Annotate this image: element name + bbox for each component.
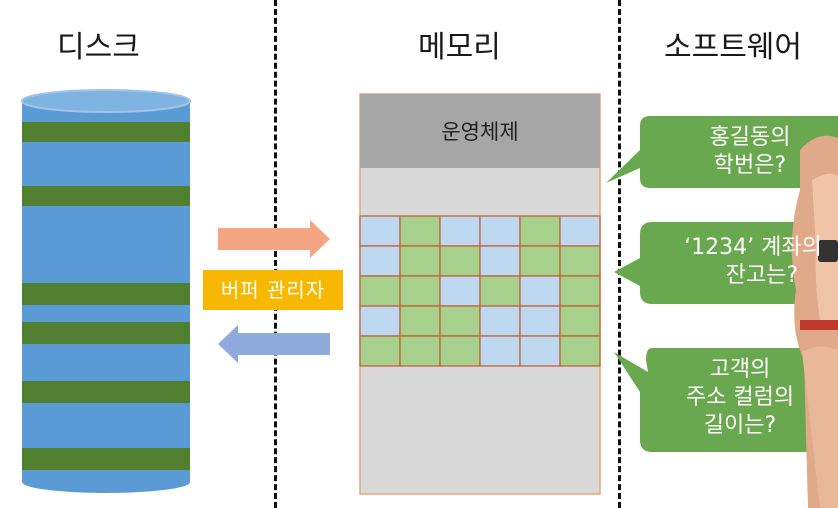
bubble-text-line: 잔고는? xyxy=(725,263,799,288)
buffer-page-cell xyxy=(439,305,481,337)
bubble-text-line: 주소 컬럼의 xyxy=(685,385,795,410)
divider-left xyxy=(274,0,277,508)
buffer-page-cell xyxy=(359,335,401,367)
divider-right xyxy=(618,0,621,508)
bubble-2-text: ‘1234’ 계좌의 잔고는? xyxy=(668,234,838,290)
disk-band xyxy=(22,186,190,206)
buffer-page-cell xyxy=(399,335,441,367)
buffer-page-cell xyxy=(559,275,601,307)
memory-block xyxy=(359,93,601,495)
disk-band xyxy=(22,322,190,344)
bubble-text-line: 고객의 xyxy=(709,357,771,382)
buffer-page-cell xyxy=(519,305,561,337)
buffer-page-cell xyxy=(559,245,601,277)
disk-band xyxy=(22,381,190,403)
buffer-page-cell xyxy=(479,335,521,367)
bubble-text-line: ‘1234’ 계좌의 xyxy=(684,235,822,260)
buffer-page-cell xyxy=(559,305,601,337)
os-label: 운영체제 xyxy=(441,120,519,144)
buffer-page-cell xyxy=(519,245,561,277)
buffer-page-cell xyxy=(559,335,601,367)
buffer-page-cell xyxy=(439,245,481,277)
bubble-text-line: 학번은? xyxy=(713,153,787,178)
bubble-3 xyxy=(614,348,838,452)
buffer-page-cell xyxy=(559,215,601,247)
buffer-page-cell xyxy=(399,245,441,277)
buffer-page-cell xyxy=(359,275,401,307)
buffer-page-cell xyxy=(399,305,441,337)
buffer-page-cell xyxy=(479,275,521,307)
buffer-page-cell xyxy=(359,245,401,277)
buffer-page-cell xyxy=(359,305,401,337)
disk-band xyxy=(22,283,190,305)
buffer-page-cell xyxy=(359,215,401,247)
buffer-page-cell xyxy=(439,335,481,367)
buffer-page-cell xyxy=(519,335,561,367)
buffer-page-cell xyxy=(479,305,521,337)
arrow-to-memory xyxy=(218,220,330,258)
disk-bottom xyxy=(22,471,190,493)
bubble-1-text: 홍길동의 학번은? xyxy=(662,124,838,180)
arrow-to-disk xyxy=(218,325,330,363)
buffer-page-cell xyxy=(479,245,521,277)
buffer-manager-label: 버퍼 관리자 xyxy=(203,270,343,310)
disk-cylinder xyxy=(21,89,191,493)
bubble-text-line: 길이는? xyxy=(703,413,777,438)
buffer-page-cell xyxy=(519,275,561,307)
disk-heading: 디스크 xyxy=(57,30,140,65)
os-region xyxy=(360,94,600,168)
buffer-page-cell xyxy=(399,215,441,247)
bubble-2 xyxy=(614,222,838,304)
bubble-1 xyxy=(606,116,838,188)
disk-band xyxy=(22,122,190,142)
buffer-page-cell xyxy=(519,215,561,247)
disk-band xyxy=(22,448,190,470)
buffer-page-cell xyxy=(479,215,521,247)
presenter xyxy=(791,135,838,508)
buffer-page-cell xyxy=(399,275,441,307)
software-heading: 소프트웨어 xyxy=(664,30,802,65)
memory-heading: 메모리 xyxy=(418,30,501,65)
bubble-3-text: 고객의 주소 컬럼의 길이는? xyxy=(660,356,820,440)
buffer-page-grid xyxy=(359,215,601,367)
disk-top xyxy=(21,89,191,113)
buffer-page-cell xyxy=(439,215,481,247)
buffer-page-cell xyxy=(439,275,481,307)
bubble-text-line: 홍길동의 xyxy=(709,125,791,150)
